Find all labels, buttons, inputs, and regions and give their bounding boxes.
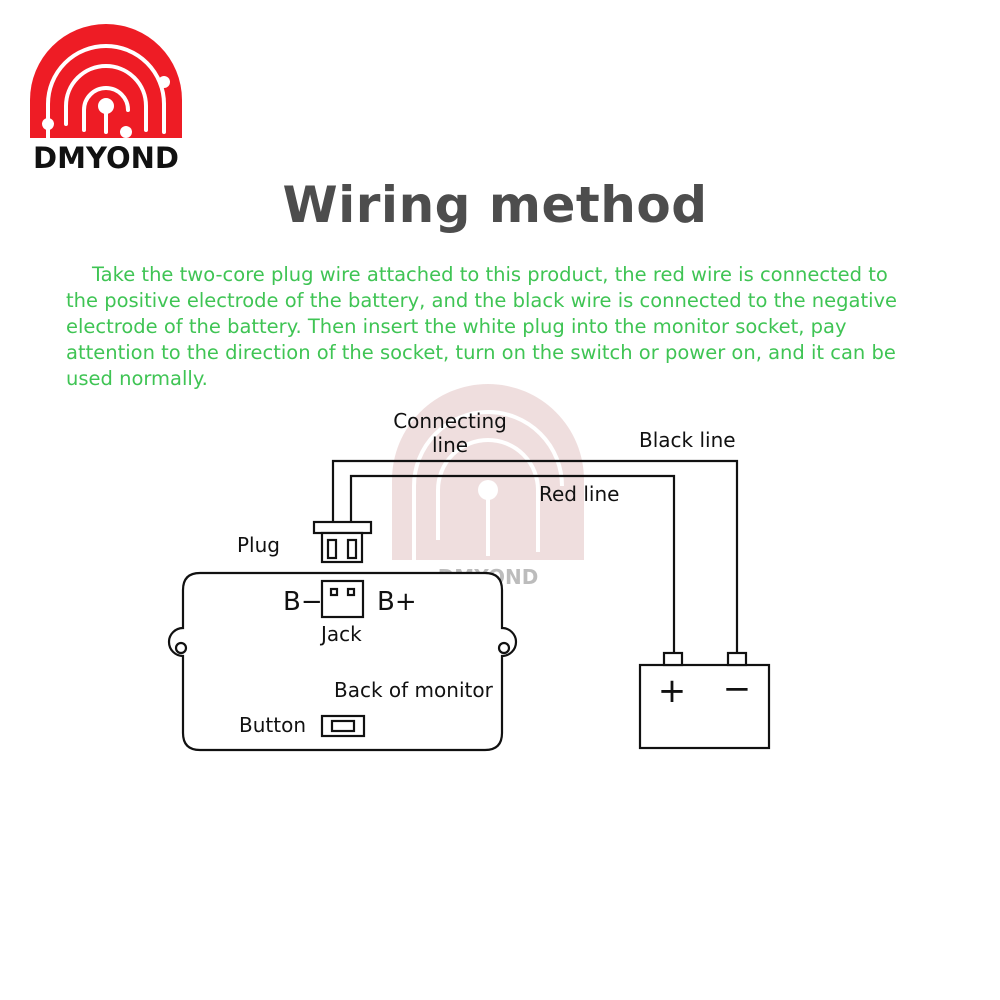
connecting-line-label-2: line: [432, 433, 468, 457]
watermark: DMYOND: [392, 384, 584, 589]
b-minus-label: B−: [283, 587, 323, 617]
black-wire: [331, 459, 739, 653]
intro-paragraph: Take the two-core plug wire attached to …: [66, 263, 898, 390]
b-plus-label: B+: [377, 587, 417, 617]
back-of-monitor-label: Back of monitor: [334, 678, 494, 702]
monitor-back: [167, 571, 518, 752]
connecting-line-label: Connecting: [393, 409, 507, 433]
page-title: Wiring method: [282, 176, 708, 234]
monitor-button: [320, 714, 366, 738]
red-wire: [349, 474, 676, 653]
button-label: Button: [239, 713, 306, 737]
black-line-label: Black line: [639, 428, 736, 452]
battery: [638, 651, 771, 750]
logo-mark: DMYOND: [30, 24, 182, 175]
mount-hole-left: [174, 641, 188, 655]
logo-text: DMYOND: [33, 141, 179, 175]
battery-plus-label: +: [658, 671, 687, 711]
plug-label: Plug: [237, 533, 280, 557]
jack-label: Jack: [319, 622, 362, 646]
jack: [320, 579, 365, 619]
brand-logo: DMYOND: [26, 20, 186, 180]
red-line-label: Red line: [539, 482, 619, 506]
plug: [312, 520, 373, 564]
battery-minus-label: −: [723, 669, 752, 709]
mount-hole-right: [497, 641, 511, 655]
